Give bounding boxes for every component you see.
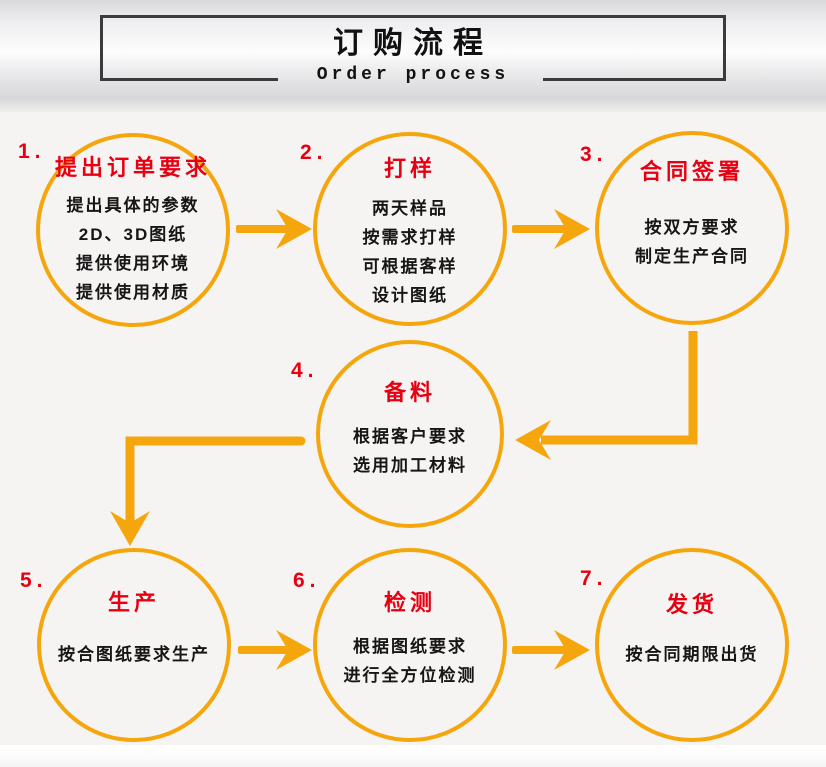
- page-subtitle: Order process: [316, 65, 510, 85]
- step-number-6: 6.: [293, 569, 321, 592]
- title-box-bottom-border-left: [100, 78, 278, 81]
- step-1-title: 提出订单要求: [54, 155, 211, 180]
- step-circle-3: 合同签署 按双方要求 制定生产合同: [595, 131, 789, 325]
- step-number-3: 3.: [580, 143, 608, 166]
- step-number-7: 7.: [580, 567, 608, 590]
- step-4-line: 选用加工材料: [353, 456, 467, 475]
- step-circle-1: 提出订单要求 提出具体的参数 2D、3D图纸 提供使用环境 提供使用材质: [36, 133, 230, 327]
- title-box: [100, 15, 726, 81]
- step-circle-6: 检测 根据图纸要求 进行全方位检测: [313, 548, 507, 742]
- step-6-line: 进行全方位检测: [343, 666, 477, 685]
- step-circle-4: 备料 根据客户要求 选用加工材料: [316, 340, 504, 528]
- step-1-line: 提出具体的参数: [66, 196, 200, 215]
- step-circle-5: 生产 按合图纸要求生产: [37, 548, 231, 742]
- page-title: 订购流程: [333, 27, 493, 60]
- step-number-2: 2.: [300, 141, 328, 164]
- step-1-line: 提供使用材质: [76, 283, 190, 302]
- step-3-title: 合同签署: [639, 159, 744, 184]
- step-2-line: 按需求打样: [362, 228, 458, 247]
- step-2-line: 可根据客样: [362, 257, 458, 276]
- title-box-bottom-border-right: [543, 78, 726, 81]
- bottom-strip: [0, 745, 826, 767]
- step-4-line: 根据客户要求: [353, 427, 467, 446]
- step-6-line: 根据图纸要求: [353, 637, 467, 656]
- arrow-step2-to-step3-icon: [512, 209, 590, 249]
- step-1-line: 提供使用环境: [76, 254, 190, 273]
- arrow-step6-to-step7-icon: [512, 630, 590, 670]
- top-banner: [0, 0, 826, 112]
- step-number-4: 4.: [291, 359, 319, 382]
- step-2-line: 两天样品: [372, 199, 448, 218]
- arrow-step5-to-step6-icon: [238, 630, 312, 670]
- arrow-step3-to-step4-icon: [515, 331, 698, 460]
- step-2-line: 设计图纸: [372, 286, 448, 305]
- step-7-line: 按合同期限出货: [625, 645, 759, 664]
- step-4-title: 备料: [383, 380, 436, 405]
- step-circle-7: 发货 按合同期限出货: [595, 548, 789, 742]
- step-6-title: 检测: [383, 590, 436, 615]
- step-3-line: 按双方要求: [644, 218, 740, 237]
- step-number-5: 5.: [20, 569, 48, 592]
- step-circle-2: 打样 两天样品 按需求打样 可根据客样 设计图纸: [313, 132, 507, 326]
- step-number-1: 1.: [18, 140, 46, 163]
- step-3-line: 制定生产合同: [635, 247, 749, 266]
- step-7-title: 发货: [665, 592, 718, 617]
- arrow-step4-to-step5-icon: [110, 436, 306, 546]
- step-5-line: 按合图纸要求生产: [58, 645, 210, 664]
- step-2-title: 打样: [383, 156, 436, 181]
- arrow-step1-to-step2-icon: [236, 209, 312, 249]
- step-5-title: 生产: [107, 590, 160, 615]
- step-1-line: 2D、3D图纸: [78, 225, 188, 244]
